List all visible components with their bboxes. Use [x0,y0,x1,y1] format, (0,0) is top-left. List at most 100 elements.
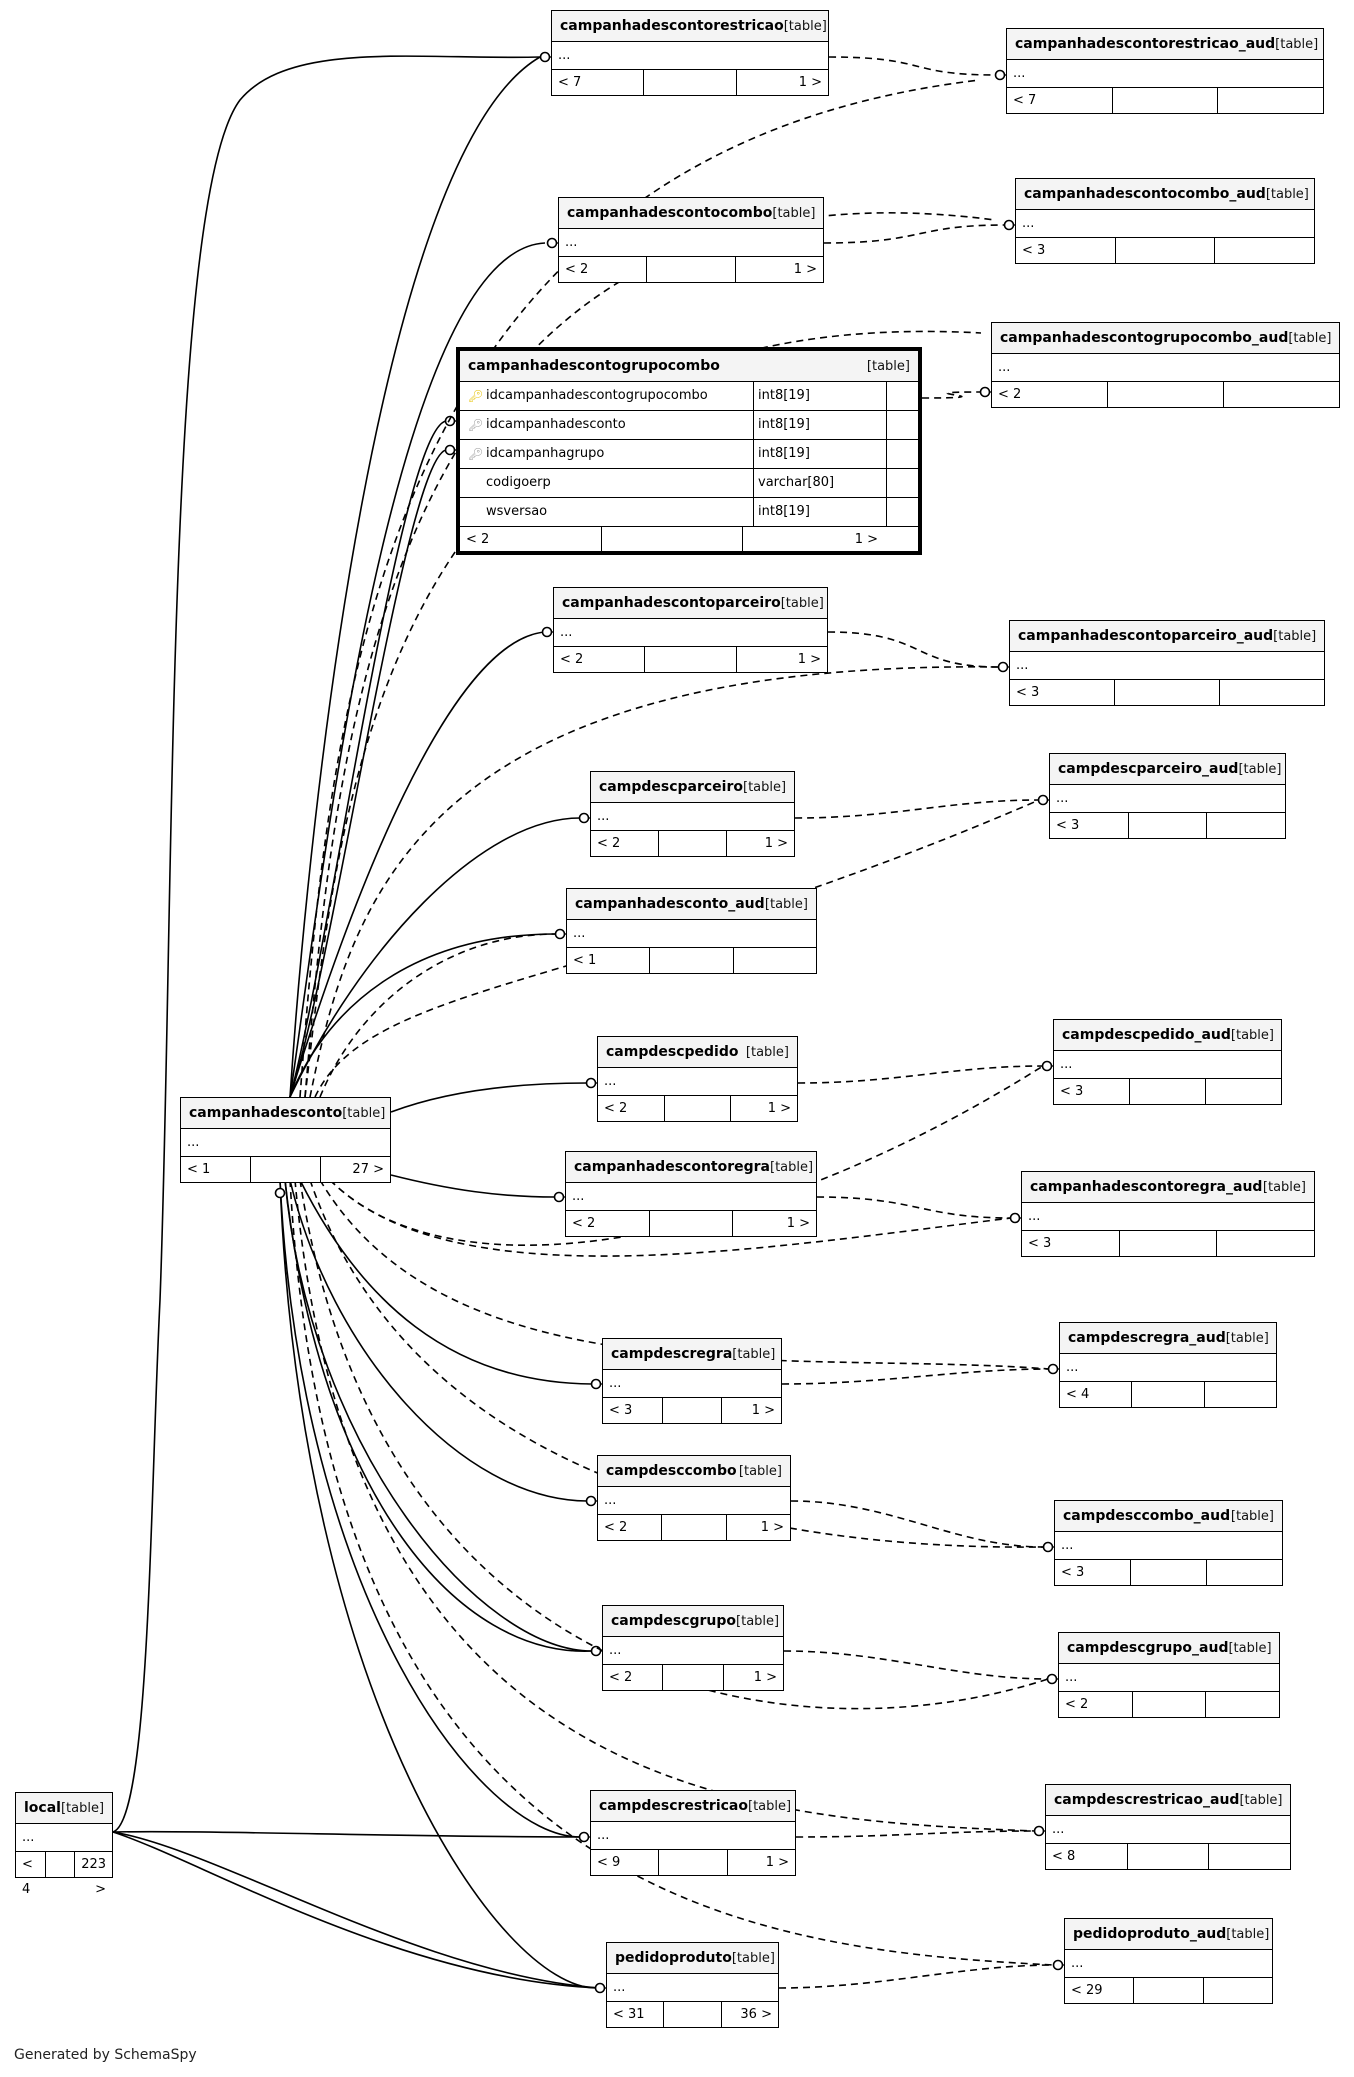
parent-count[interactable]: < 2 [554,647,646,672]
child-count[interactable]: 1 > [760,1520,784,1535]
parent-count[interactable]: < 1 [181,1157,251,1182]
child-count[interactable] [1209,1844,1290,1869]
table-campdescparceiro_aud[interactable]: campdescparceiro_aud[table]...< 3 [1049,753,1286,839]
table-footer: < 9 1 > [591,1850,795,1875]
foreign-key-icon: 🔑︎ [468,418,484,432]
table-header: campanhadescontoparceiro[table] [554,588,827,619]
child-count[interactable] [1204,1978,1272,2003]
child-count[interactable]: 1 > [767,1101,792,1116]
parent-count[interactable]: < 7 [552,70,645,95]
child-count[interactable]: 1 > [764,836,788,851]
parent-count[interactable]: < 2 [603,1665,664,1690]
parent-count[interactable]: < 3 [1054,1079,1130,1104]
table-campdescpedido_aud[interactable]: campdescpedido_aud[table]...< 3 [1053,1019,1282,1105]
child-count[interactable]: 1 > [798,75,822,90]
table-name: campdescregra [611,1346,733,1362]
child-count[interactable] [1220,680,1324,705]
parent-count[interactable]: < 3 [1022,1231,1120,1256]
child-count[interactable]: 1 > [793,262,817,277]
table-pedidoproduto_aud[interactable]: pedidoproduto_aud[table]...< 29 [1064,1918,1273,2004]
child-count[interactable]: 1 > [765,1855,789,1870]
child-count[interactable] [1206,1692,1279,1717]
parent-count[interactable]: < 4 [16,1852,46,1897]
parent-count[interactable]: < 2 [559,257,648,282]
table-campdescrestricao_aud[interactable]: campdescrestricao_aud[table]...< 8 [1045,1784,1291,1870]
child-count[interactable] [1215,238,1314,263]
parent-count[interactable]: < 2 [591,831,659,856]
parent-count[interactable]: < 3 [1010,680,1115,705]
child-count[interactable]: 27 > [352,1162,384,1177]
table-campanhadescontorestricao_aud[interactable]: campanhadescontorestricao_aud[table]...<… [1006,28,1324,114]
table-campanhadescontoregra_aud[interactable]: campanhadescontoregra_aud[table]...< 3 [1021,1171,1315,1257]
child-count[interactable] [1206,1079,1281,1104]
parent-count[interactable]: < 2 [1059,1692,1133,1717]
parent-count[interactable]: < 2 [598,1096,665,1121]
table-footer: < 3 [1054,1079,1281,1104]
columns-collapsed: ... [1016,210,1314,238]
parent-count[interactable]: < 3 [1055,1560,1131,1585]
table-campanhadescontogrupocombo[interactable]: campanhadescontogrupocombo [table] 🔑︎idc… [456,347,922,555]
parent-count[interactable]: < 2 [460,527,602,552]
table-footer: < 3 [1050,813,1285,838]
parent-count[interactable]: < 31 [607,2002,665,2027]
parent-count[interactable]: < 2 [992,382,1108,407]
table-campanhadesconto_aud[interactable]: campanhadesconto_aud[table]...< 1 [566,888,817,974]
parent-count[interactable]: < 3 [603,1398,663,1423]
table-campanhadescontocombo_aud[interactable]: campanhadescontocombo_aud[table]...< 3 [1015,178,1315,264]
child-count[interactable] [1218,88,1323,113]
table-footer: < 2 1 > [603,1665,783,1690]
table-footer: < 3 [1016,238,1314,263]
parent-count[interactable]: < 9 [591,1850,660,1875]
child-count[interactable]: 1 > [854,532,879,547]
child-count[interactable]: 36 > [740,2007,772,2022]
parent-count[interactable]: < 3 [1016,238,1116,263]
parent-count[interactable]: < 2 [598,1515,663,1540]
parent-count[interactable]: < 1 [567,948,651,973]
child-count[interactable]: 223 > [81,1857,107,1897]
child-count[interactable]: 1 > [786,1216,811,1231]
table-campanhadescontogrupocombo_aud[interactable]: campanhadescontogrupocombo_aud[table]...… [991,322,1340,408]
table-campdescregra_aud[interactable]: campdescregra_aud[table]...< 4 [1059,1322,1277,1408]
column-type: int8[19] [754,382,887,410]
child-count[interactable] [1217,1231,1314,1256]
table-type: [table] [1273,628,1317,644]
child-count[interactable] [1207,813,1285,838]
parent-count[interactable]: < 7 [1007,88,1113,113]
table-header: campanhadescontogrupocombo_aud[table] [992,323,1339,354]
child-count[interactable]: 1 > [797,652,821,667]
table-campanhadescontoparceiro_aud[interactable]: campanhadescontoparceiro_aud[table]...< … [1009,620,1325,706]
child-count[interactable]: 1 > [753,1670,777,1685]
parent-count[interactable]: < 29 [1065,1978,1135,2003]
table-campdesccombo_aud[interactable]: campdesccombo_aud[table]...< 3 [1054,1500,1283,1586]
relationship-line [778,1964,1055,1989]
child-count[interactable] [1207,1560,1282,1585]
relationship-line [289,56,541,1098]
parent-count[interactable]: < 4 [1060,1382,1133,1407]
child-count[interactable] [734,948,816,973]
parent-count[interactable]: < 8 [1046,1844,1128,1869]
table-name: campanhadescontogrupocombo_aud [1000,330,1289,346]
column-type: varchar[80] [754,469,887,497]
table-header: campdescgrupo[table] [603,1606,783,1637]
relationship-line [284,1179,593,1652]
child-count[interactable] [1205,1382,1276,1407]
child-count[interactable]: 1 > [751,1403,776,1418]
child-count[interactable] [1224,382,1339,407]
table-campdescgrupo_aud[interactable]: campdescgrupo_aud[table]...< 2 [1058,1632,1280,1718]
parent-count[interactable]: < 2 [566,1211,650,1236]
parent-count[interactable]: < 3 [1050,813,1129,838]
